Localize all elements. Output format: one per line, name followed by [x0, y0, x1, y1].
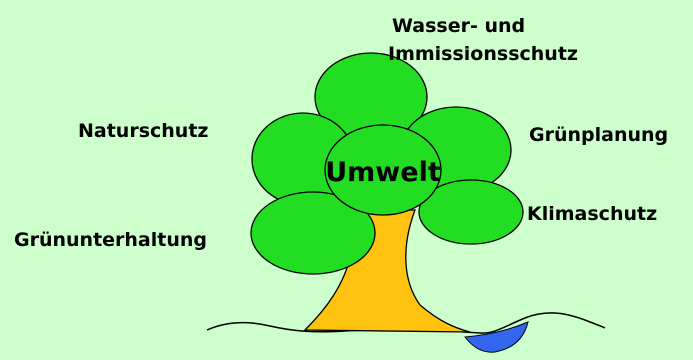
crown-circle-lower-left: [250, 191, 376, 275]
crown-circle-center: [324, 124, 442, 216]
crown-circle-lower-right: [418, 179, 524, 245]
center-label: Umwelt: [325, 157, 441, 188]
label-klimaschutz: Klimaschutz: [527, 203, 658, 225]
tree-trunk: [303, 209, 471, 333]
label-gruenplanung: Grünplanung: [529, 124, 669, 146]
label-wasser-line1: Wasser- und: [392, 15, 526, 37]
label-gruenunterhaltung: Grünunterhaltung: [14, 229, 208, 251]
label-wasser-line2: Immissionsschutz: [388, 43, 578, 65]
label-naturschutz: Naturschutz: [78, 120, 209, 142]
water-pond: [464, 321, 529, 353]
